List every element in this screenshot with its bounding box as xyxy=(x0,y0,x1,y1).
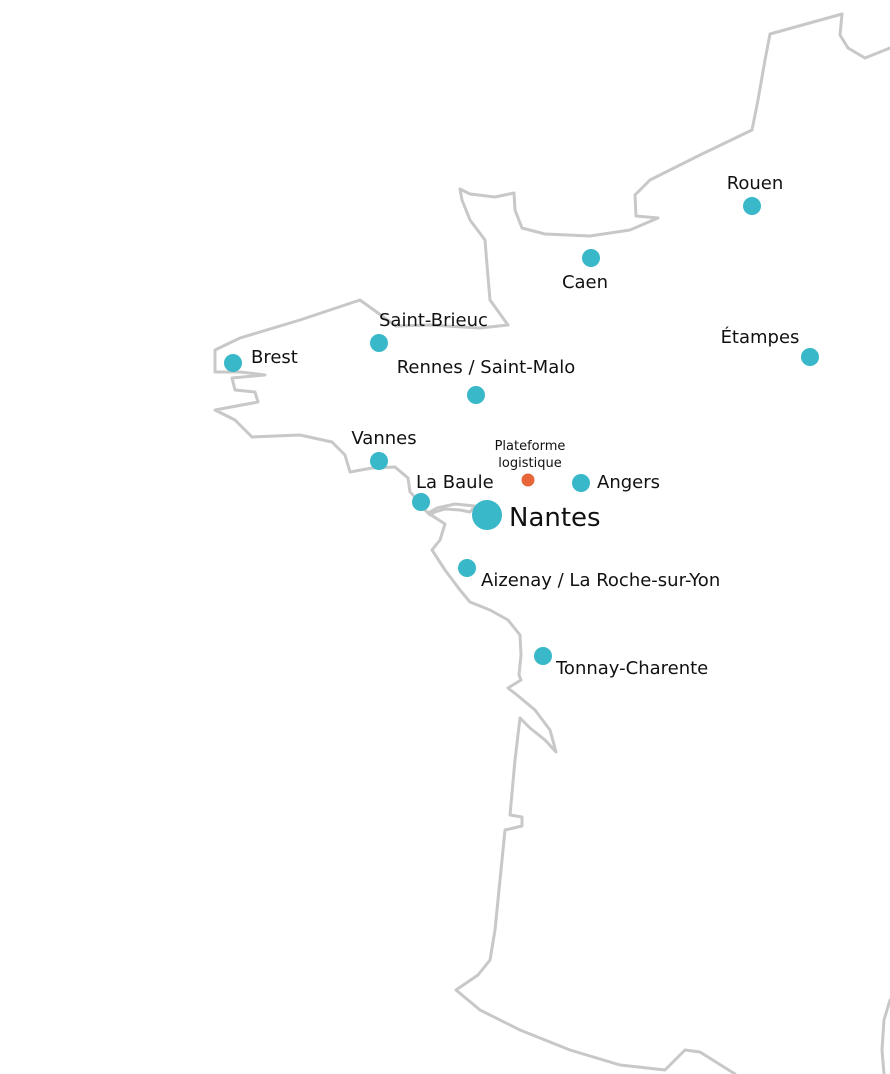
etampes-marker xyxy=(801,348,819,366)
caen-label: Caen xyxy=(562,272,608,293)
saint-brieuc-marker xyxy=(370,334,388,352)
rouen-label: Rouen xyxy=(727,173,784,194)
caen-marker xyxy=(582,249,600,267)
plateforme-marker xyxy=(521,473,535,487)
coastline xyxy=(213,12,890,1074)
saint-brieuc-label: Saint-Brieuc xyxy=(379,310,488,331)
la-baule-label: La Baule xyxy=(416,472,494,493)
angers-marker xyxy=(572,474,590,492)
rouen-marker xyxy=(743,197,761,215)
aizenay-marker xyxy=(458,559,476,577)
rennes-label: Rennes / Saint-Malo xyxy=(397,357,576,378)
la-baule-marker xyxy=(412,493,430,511)
coastline-north-east xyxy=(838,12,890,60)
vannes-marker xyxy=(370,452,388,470)
vannes-label: Vannes xyxy=(351,428,416,449)
coastline-main xyxy=(213,12,844,1074)
brest-marker xyxy=(224,354,242,372)
angers-label: Angers xyxy=(597,472,660,493)
plateforme-label: Plateforme logistique xyxy=(495,439,566,471)
coastline-south-east xyxy=(880,998,890,1074)
nantes-marker xyxy=(472,500,502,530)
etampes-label: Étampes xyxy=(721,326,800,348)
tonnay-marker xyxy=(534,647,552,665)
location-markers xyxy=(224,197,819,665)
nantes-label: Nantes xyxy=(509,503,601,533)
brest-label: Brest xyxy=(251,347,298,368)
rennes-marker xyxy=(467,386,485,404)
plateforme-label-line: logistique xyxy=(498,456,561,471)
plateforme-label-line: Plateforme xyxy=(495,439,566,454)
tonnay-label: Tonnay-Charente xyxy=(555,658,708,679)
aizenay-label: Aizenay / La Roche-sur-Yon xyxy=(481,570,720,591)
